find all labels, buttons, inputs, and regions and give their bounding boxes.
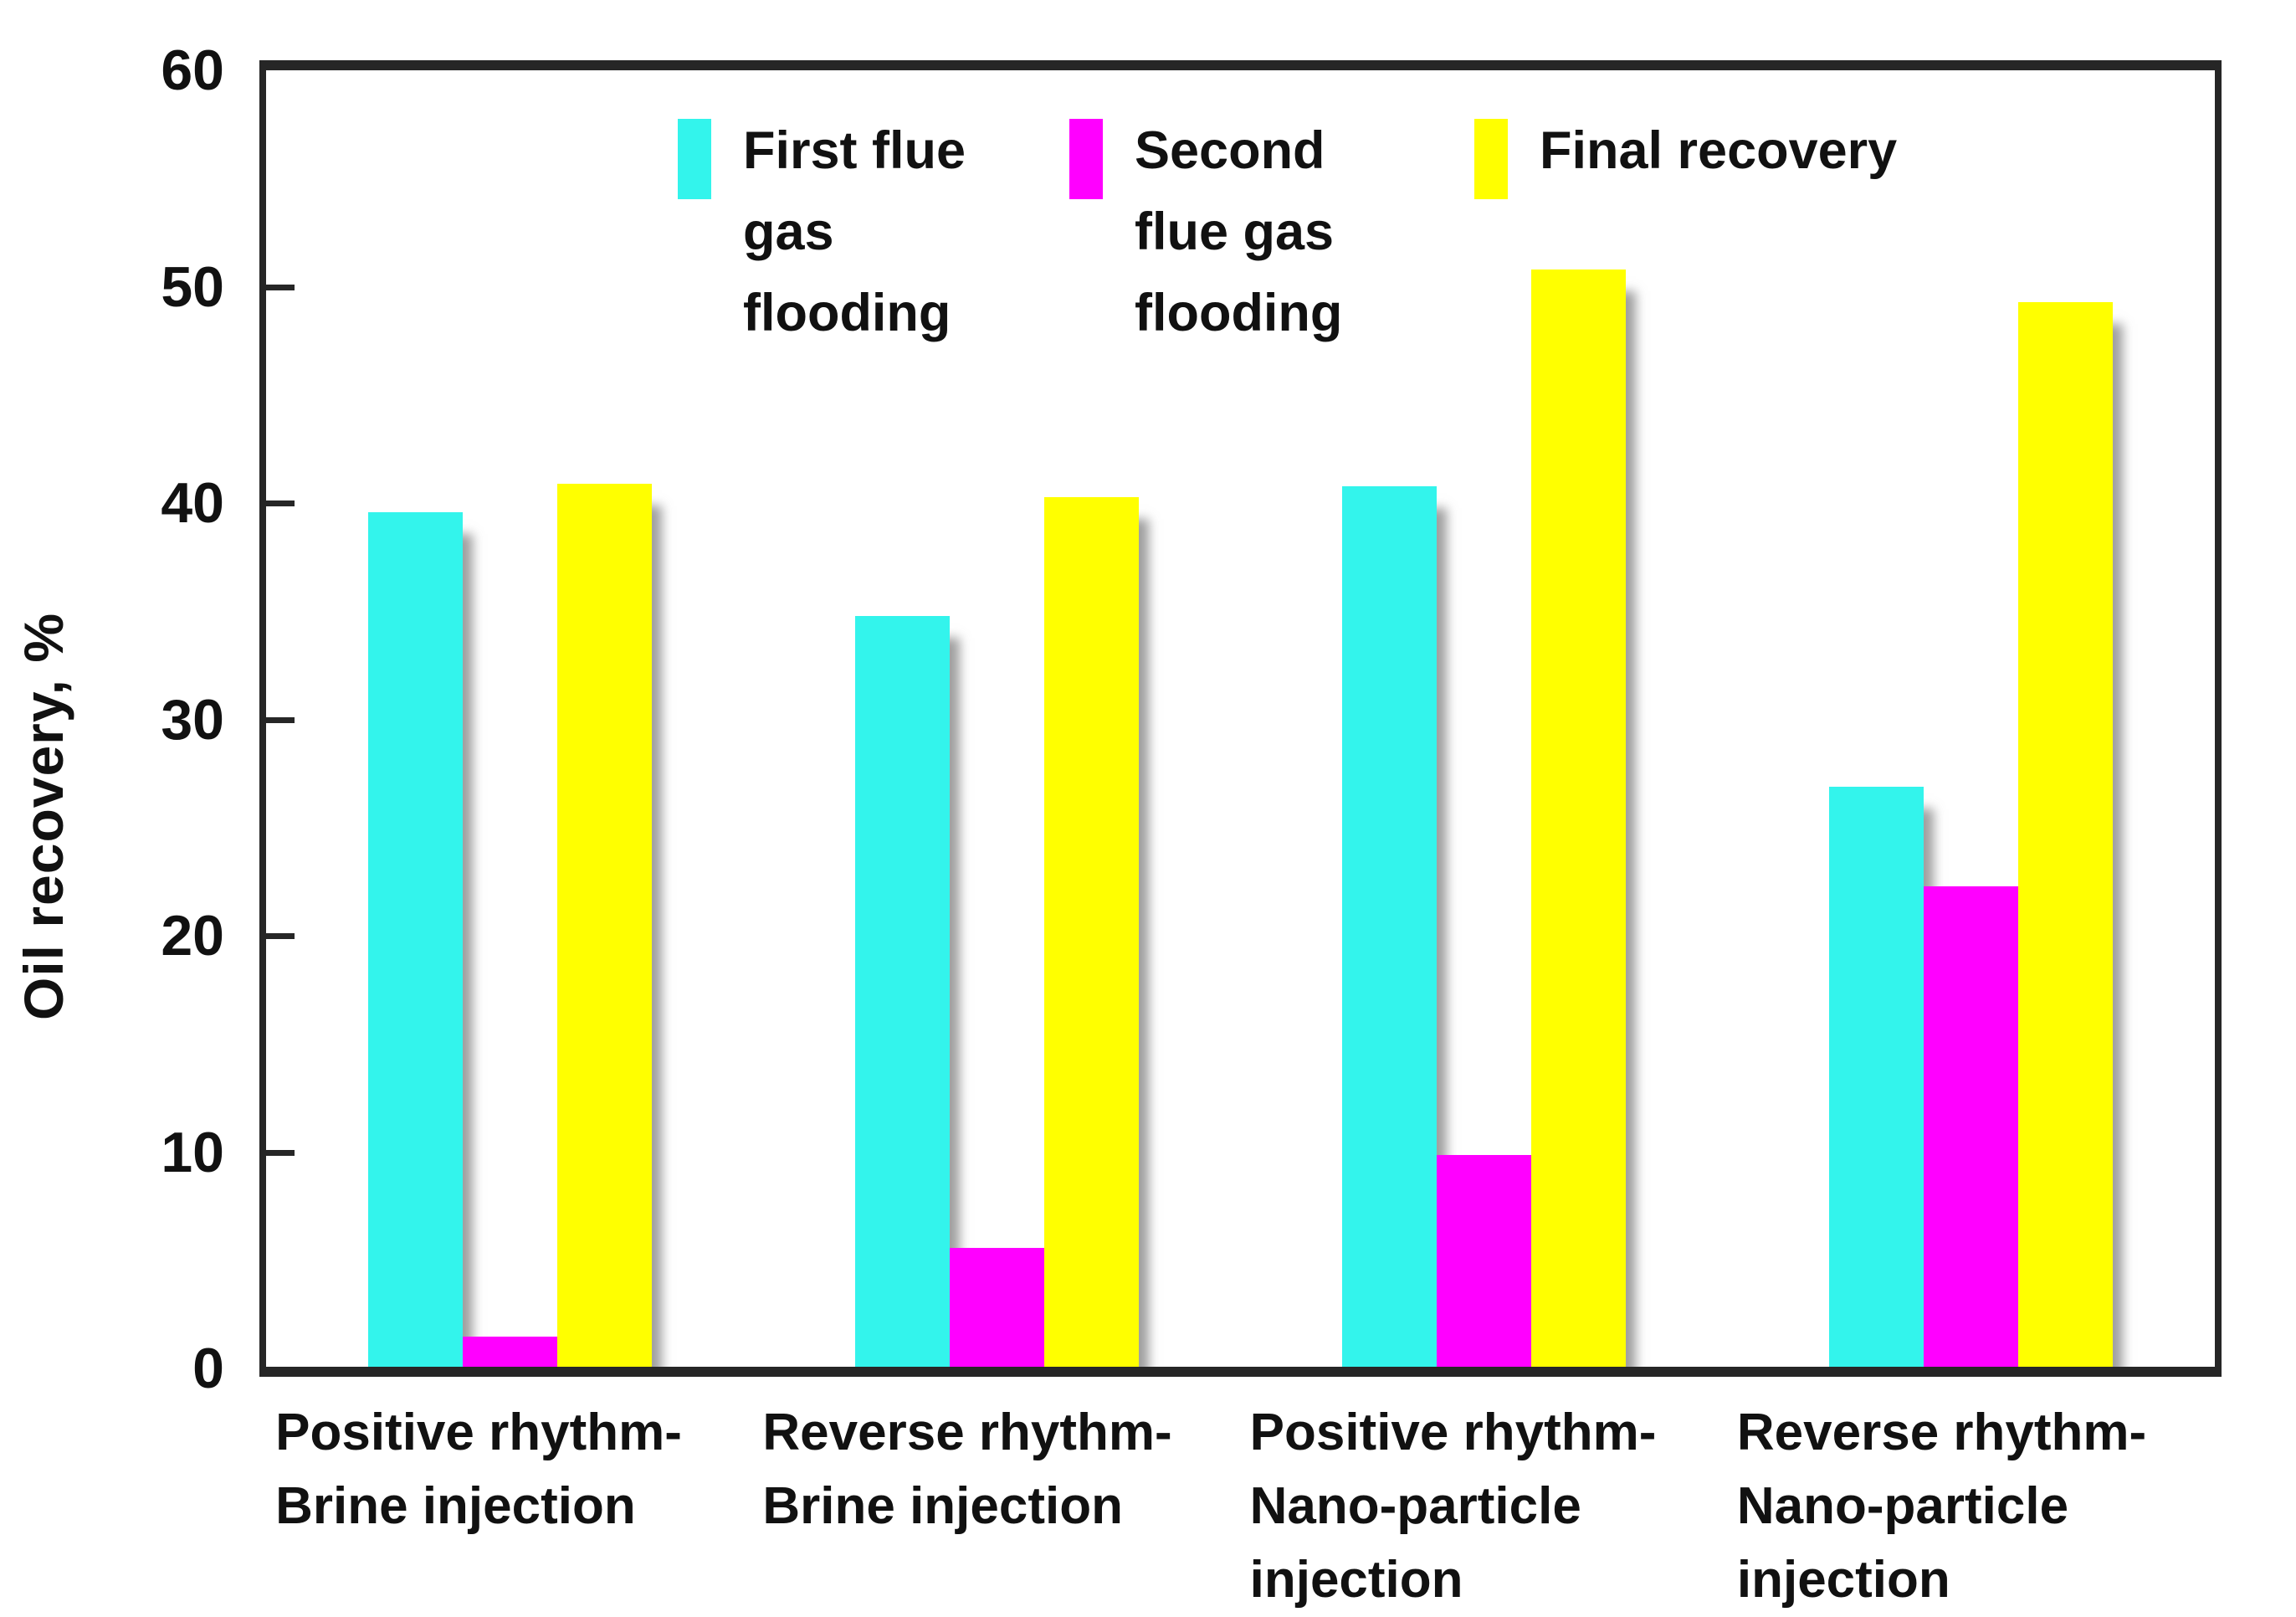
y-tick-label: 60 [161,38,224,102]
bar-series3-group2 [1043,496,1139,1367]
legend-swatch-icon [1069,119,1103,199]
bar-series2-group3 [1437,1154,1532,1367]
bar-series1-group4 [1829,787,1924,1367]
x-category-label: Reverse rhythm- Brine injection [762,1404,1172,1535]
legend-item-2: Second flue gas flooding [1069,110,1342,354]
y-axis-tick [266,1149,295,1156]
y-tick-label: 20 [161,904,224,968]
plot-box: First flue gas flooding Second flue gas f… [259,60,2222,1377]
legend-label: Final recovery [1540,121,1898,180]
bar-series2-group4 [1924,886,2019,1367]
legend-item-3: Final recovery [1474,110,1897,199]
bar-series3-group4 [2018,302,2114,1367]
y-tick-label: 0 [192,1337,224,1400]
x-category-label: Positive rhythm- Nano-particle injection [1249,1404,1657,1609]
legend-item-1: First flue gas flooding [678,110,966,354]
y-tick-label: 30 [161,687,224,752]
y-axis-tick [266,933,295,939]
x-category-label: Positive rhythm- Brine injection [275,1404,682,1535]
plot-area: First flue gas flooding Second flue gas f… [266,70,2215,1367]
x-category-label: Reverse rhythm- Nano-particle injection [1736,1404,2147,1609]
y-tick-label: 40 [161,471,224,535]
bar-series3-group1 [556,484,652,1367]
y-axis-tick [266,716,295,723]
y-tick-label: 50 [161,254,224,319]
legend-swatch-icon [678,119,711,199]
y-axis-tick [266,284,295,290]
bar-series1-group3 [1342,485,1438,1367]
y-axis-title: Oil recovery, % [13,612,74,1020]
legend-label: First flue gas flooding [743,121,966,342]
bar-series2-group2 [949,1247,1044,1367]
bar-series3-group3 [1531,270,1627,1367]
legend-swatch-icon [1474,119,1508,199]
y-tick-label: 10 [161,1120,224,1184]
bar-series2-group1 [462,1336,557,1367]
y-axis-tick [266,501,295,506]
bar-series1-group1 [367,511,463,1367]
bar-series1-group2 [854,616,950,1367]
legend-label: Second flue gas flooding [1135,121,1343,342]
